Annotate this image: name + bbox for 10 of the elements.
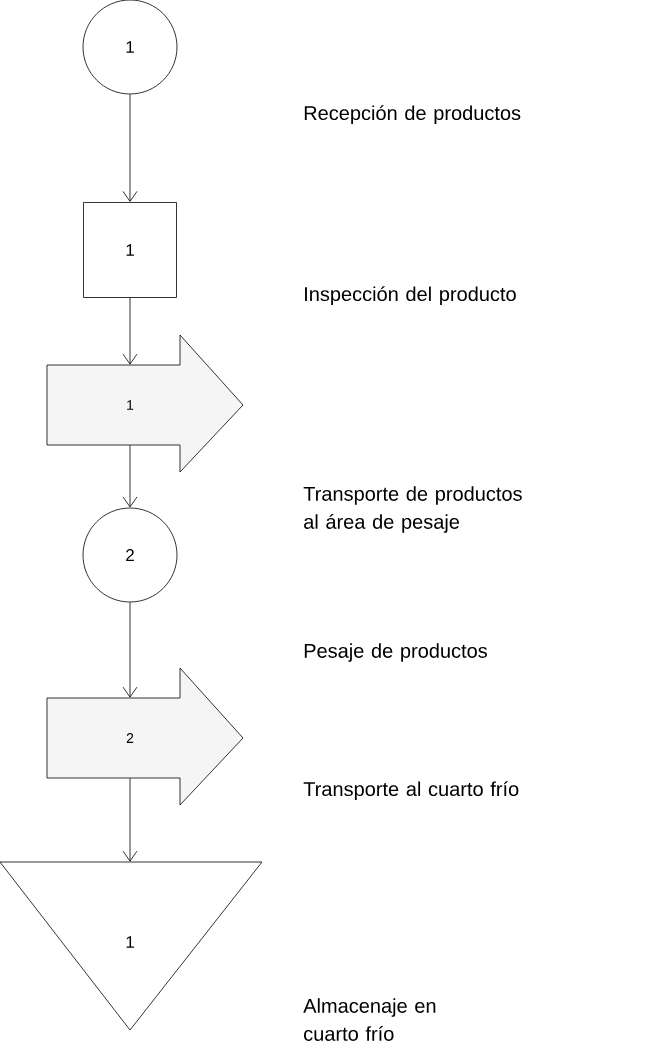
arrow (122, 444, 138, 508)
arrow (122, 94, 138, 202)
arrow (122, 602, 138, 698)
arrow (122, 777, 138, 862)
inspection-square: 1 (83, 202, 177, 298)
step-label: Recepción de productos (304, 105, 521, 125)
storage-triangle: 1 (0, 861, 263, 1031)
arrow (122, 297, 138, 365)
step-label: Inspección del producto (305, 286, 516, 306)
step-label: Transporte al cuarto frío (303, 781, 519, 801)
